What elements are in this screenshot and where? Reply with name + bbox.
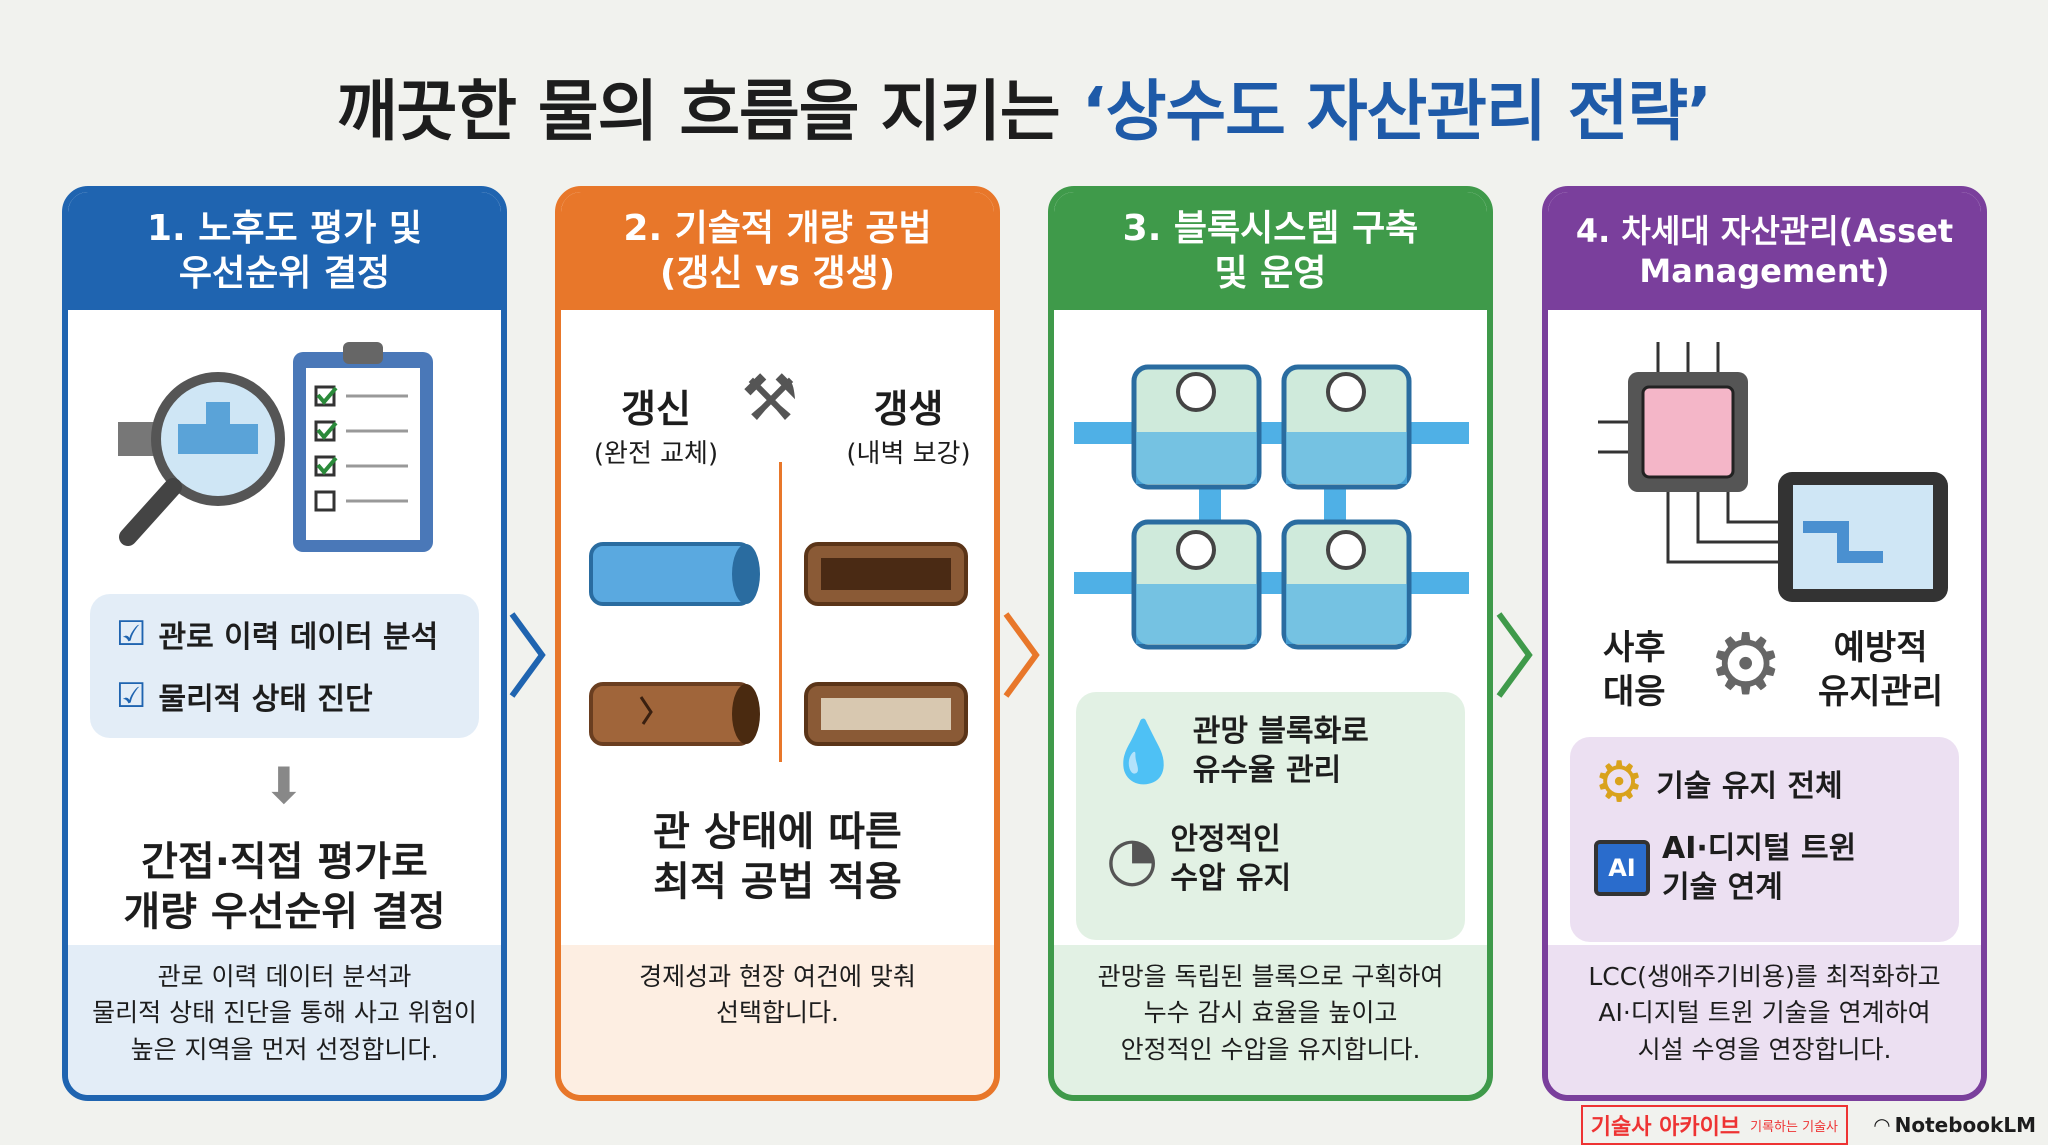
checkbox-checked-icon: ☑ [116,676,147,716]
rehab-sub: (내벽 보강) [846,439,971,469]
card-header: 3. 블록시스템 구축 및 운영 [1054,192,1487,310]
info-label: AI·디지털 트윈 기술 연계 [1662,831,1857,905]
card-headline: 간접·직접 평가로 개량 우선순위 결정 [123,839,446,935]
info-label: 안정적인 수압 유지 [1170,822,1292,896]
card-header: 4. 차세대 자산관리(Asset Management) [1548,192,1981,310]
arrow-down-icon: ⬇ [263,757,305,815]
check-label: 물리적 상태 진단 [158,682,373,717]
card-description: LCC(생애주기비용)를 최적화하고 AI·디지털 트윈 기술을 연계하여 시설… [1548,945,1981,1095]
pressure-gauge-icon: ◔ [1106,824,1159,894]
info-item: ◔안정적인 수압 유지 [1106,820,1435,898]
page-title: 깨끗한 물의 흐름을 지키는 ‘상수도 자산관리 전략’ [0,58,2048,154]
card-aging-assessment: 1. 노후도 평가 및 우선순위 결정 ☑ 관로 이력 데이터 분석 ☑ 물리적 상… [62,186,507,1101]
stamp-text: 기술사 아카이브 [1590,1115,1741,1140]
renewal-sub: (완전 교체) [593,439,719,469]
chevron-right-icon [509,612,546,698]
info-box: 💧관망 블록화로 유수율 관리 ◔안정적인 수압 유지 [1076,692,1465,940]
pipes-illustration [589,542,968,746]
card-description: 관로 이력 데이터 분석과 물리적 상태 진단을 통해 사고 위험이 높은 지역… [68,945,501,1095]
ai-chip-tablet-illustration [1598,342,1948,602]
block-network-illustration [1074,364,1469,650]
check-list: ☑ 관로 이력 데이터 분석 ☑ 물리적 상태 진단 [90,594,479,738]
card-description: 관망을 독립된 블록으로 구획하여 누수 감시 효율을 높이고 안정적인 수압을… [1054,945,1487,1095]
preventive-label: 예방적 유지관리 [1818,628,1944,713]
card-header: 1. 노후도 평가 및 우선순위 결정 [68,192,501,310]
info-label: 기술 유지 전체 [1656,769,1843,804]
info-item: 💧관망 블록화로 유수율 관리 [1106,712,1435,790]
chevron-right-icon [1496,612,1533,698]
title-main: 깨끗한 물의 흐름을 지키는 [336,73,1082,150]
brand-logo: ◠NotebookLM [1874,1113,2036,1137]
rehab-label: 갱생 [873,387,944,431]
gear-dollar-icon: ⚙ [1594,750,1645,815]
card-rehab-methods: 2. 기술적 개량 공법 (갱신 vs 갱생) 갱신 (완전 교체) 갱생 (내벽 … [555,186,1000,1101]
water-drop-gauge-icon: 💧 [1106,716,1181,787]
brand-name: NotebookLM [1894,1113,2036,1137]
gear-wrench-icon: ⚙ [1708,615,1784,713]
title-highlight: ‘상수도 자산관리 전략’ [1081,73,1713,150]
chevron-right-icon [1003,612,1040,698]
card-header: 2. 기술적 개량 공법 (갱신 vs 갱생) [561,192,994,310]
check-item: ☑ 관로 이력 데이터 분석 [116,612,453,656]
card-block-system: 3. 블록시스템 구축 및 운영 💧관망 블록화로 유수율 관리 ◔안정적인 수… [1048,186,1493,1101]
rehab-label-group: 갱생 (내벽 보강) [831,378,986,470]
wrench-cross-icon: ⚒ [741,362,799,436]
checkbox-checked-icon: ☑ [116,614,147,654]
reactive-label: 사후 대응 [1603,628,1666,713]
magnifier-clipboard-icon [118,342,433,552]
check-label: 관로 이력 데이터 분석 [158,620,439,655]
info-item: ⚙기술 유지 전체 [1594,755,1935,811]
notebooklm-icon: ◠ [1874,1113,1890,1137]
watermark-stamp: 기술사 아카이브 기록하는 기술사 [1580,1105,1848,1145]
ai-chip-icon: AI [1594,840,1650,896]
card-headline: 관 상태에 따른 최적 공법 적용 [653,809,902,905]
card-asset-management: 4. 차세대 자산관리(Asset Management) 사후 대응 ⚙ 예방… [1542,186,1987,1101]
renewal-label: 갱신 [621,387,691,431]
divider [779,462,782,762]
check-item: ☑ 물리적 상태 진단 [116,674,453,718]
card-description: 경제성과 현장 여건에 맞춰 선택합니다. [561,945,994,1095]
renewal-label-group: 갱신 (완전 교체) [581,378,731,470]
stamp-subtext: 기록하는 기술사 [1750,1119,1838,1135]
info-label: 관망 블록화로 유수율 관리 [1192,714,1369,788]
